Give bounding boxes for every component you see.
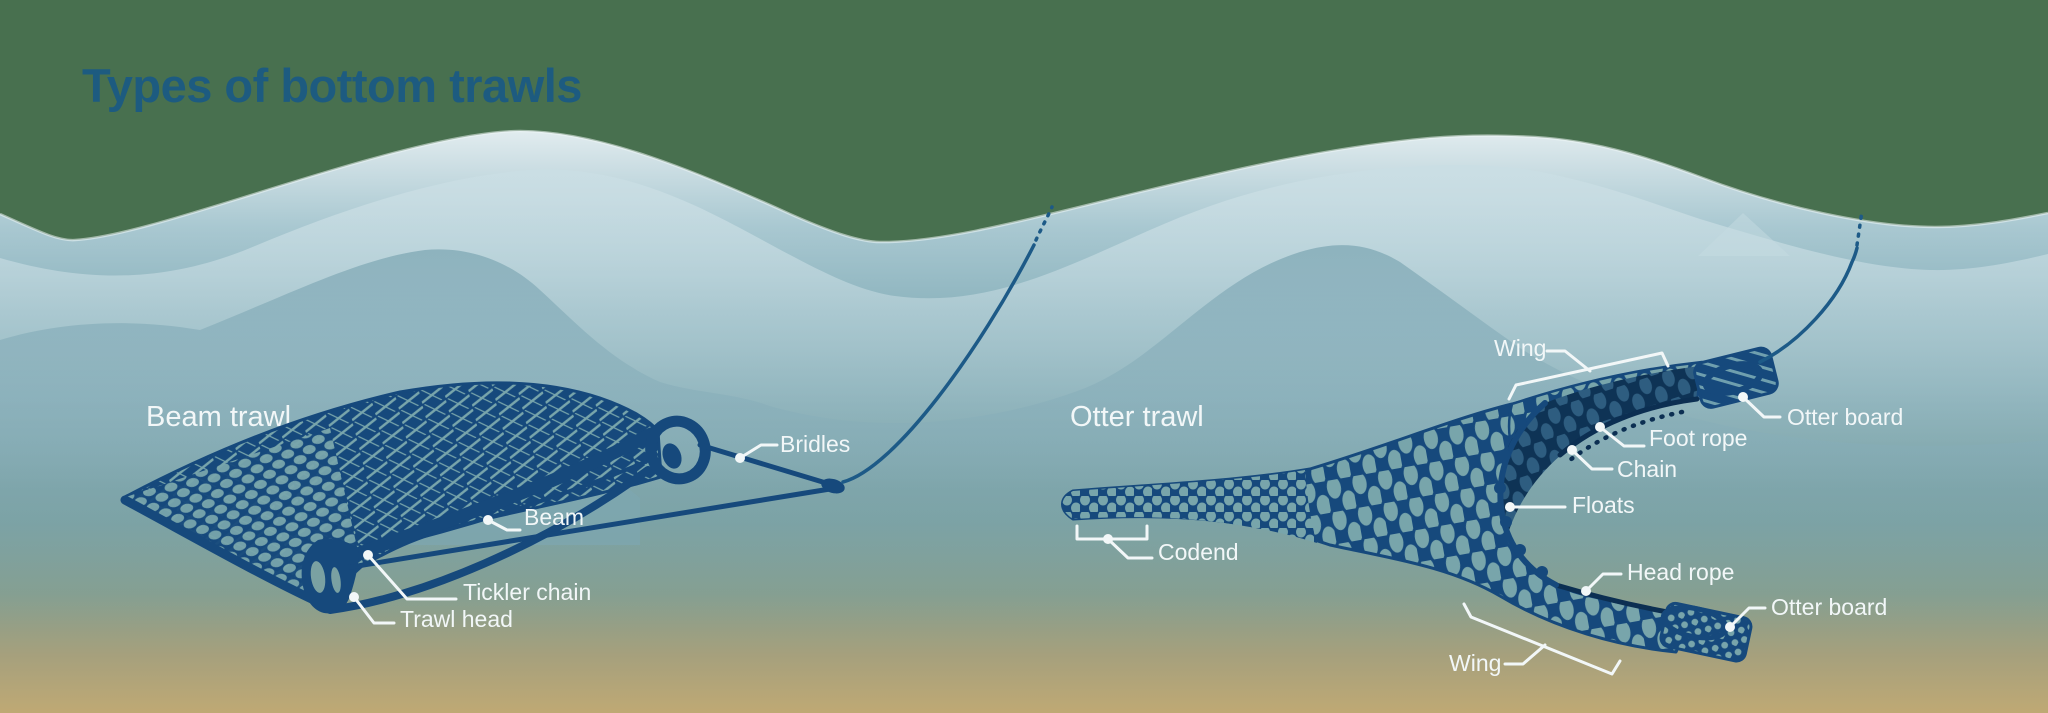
otter-trawl-heading: Otter trawl — [1070, 401, 1204, 433]
stippled-hill — [1698, 213, 1790, 256]
label-wing-lower: Wing — [1449, 602, 1622, 676]
otter-board-lower-label: Otter board — [1771, 594, 1887, 620]
label-otter-board-lower: Otter board — [1725, 594, 1887, 632]
otter-board-upper — [1693, 346, 1779, 409]
trawl-head-far-ring — [645, 415, 711, 485]
trawl-head-near-slot-1 — [310, 561, 326, 593]
wing-lower-label: Wing — [1449, 650, 1501, 676]
beam-bar — [345, 427, 658, 563]
float-line — [1497, 400, 1559, 588]
trawl-head-label: Trawl head — [400, 606, 513, 632]
trawl-head-far-core — [662, 443, 682, 469]
bridles-label: Bridles — [780, 431, 850, 457]
beam-label: Beam — [524, 504, 584, 530]
chain-label: Chain — [1617, 456, 1677, 482]
label-chain: Chain — [1567, 445, 1677, 482]
label-floats: Floats — [1505, 492, 1635, 518]
towing-warp-beam-dotted — [1034, 205, 1054, 242]
towing-warp-otter — [1758, 246, 1859, 364]
trawl-head-near-slot-2 — [331, 567, 341, 593]
bridle-upper — [697, 442, 829, 486]
beam-net-rolled-edge — [120, 495, 323, 607]
beam-trawl-labels: Bridles Beam Tickler chain Trawl head — [349, 431, 850, 632]
otter-board-upper-label: Otter board — [1787, 404, 1903, 430]
trawl-head-near — [301, 538, 359, 614]
towing-warp-otter-dotted — [1855, 209, 1864, 247]
floats-label: Floats — [1572, 492, 1635, 518]
tickler-chain-label: Tickler chain — [463, 579, 591, 605]
head-rope-label: Head rope — [1627, 559, 1734, 585]
bridle-lower — [342, 486, 833, 571]
label-otter-board-upper: Otter board — [1738, 392, 1903, 430]
ground-rope — [326, 466, 652, 614]
codend-label: Codend — [1158, 539, 1239, 565]
floats-row — [1494, 418, 1548, 578]
sea-surface-highlight — [0, 129, 2048, 244]
wing-upper-label: Wing — [1494, 335, 1546, 361]
page-title: Types of bottom trawls — [82, 59, 582, 112]
bridle-shackle — [821, 478, 845, 494]
label-trawl-head: Trawl head — [349, 592, 513, 632]
beam-trawl-illustration — [120, 205, 1054, 614]
otter-codend-mesh — [1062, 470, 1317, 543]
label-bridles: Bridles — [735, 431, 850, 463]
otter-trawl-illustration — [1061, 209, 1864, 663]
beam-trawl-heading: Beam trawl — [146, 401, 291, 433]
sea-background — [0, 129, 2048, 713]
beam-net-tail-mesh — [123, 428, 360, 602]
otter-trawl-labels: Wing Otter board Foot rope Chain Floats … — [1075, 335, 1903, 676]
towing-warp-beam — [841, 243, 1036, 484]
label-head-rope: Head rope — [1581, 559, 1734, 596]
label-foot-rope: Foot rope — [1595, 422, 1747, 451]
label-beam: Beam — [483, 504, 584, 532]
label-codend: Codend — [1075, 524, 1239, 565]
chain-line — [1567, 409, 1685, 463]
foot-rope-label: Foot rope — [1649, 425, 1747, 451]
label-tickler-chain: Tickler chain — [363, 550, 591, 605]
label-wing-upper: Wing — [1494, 335, 1670, 401]
